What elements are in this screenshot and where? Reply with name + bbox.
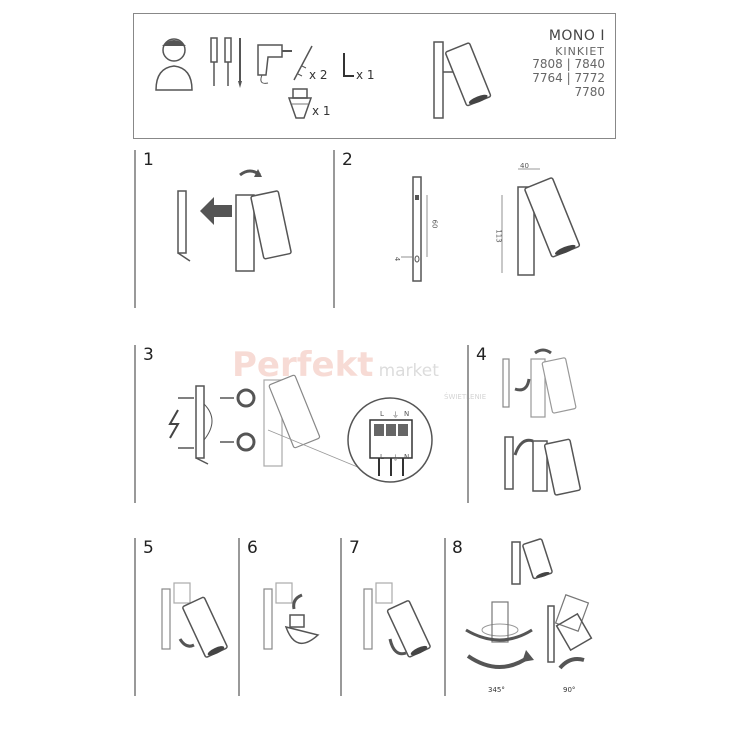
divider: [333, 150, 335, 308]
product-code-line-2: 7764 | 7772: [532, 71, 605, 85]
worker-icon: [155, 38, 193, 91]
lamp-illustration: [433, 41, 492, 119]
screwdriver-icon: [210, 37, 242, 88]
step-7-illustration: [363, 582, 431, 658]
step-4-illustration: [502, 348, 581, 496]
product-code-line-1: 7808 | 7840: [532, 57, 605, 71]
terminal-bottom-n: N: [404, 453, 410, 461]
step-number-7: 7: [349, 538, 360, 558]
step-number-3: 3: [143, 345, 154, 365]
divider: [340, 538, 342, 696]
terminal-top-l: L: [380, 410, 384, 418]
watermark-sub: market: [378, 361, 439, 381]
product-code-line-3: 7780: [574, 85, 605, 99]
step-number-8: 8: [452, 538, 463, 558]
step-number-2: 2: [342, 150, 353, 170]
step-number-5: 5: [143, 538, 154, 558]
step-2-lamp-drawing: [501, 168, 581, 276]
step-1-illustration: [177, 169, 292, 272]
bulb-icon: [287, 88, 313, 119]
hex-key-qty: x 1: [356, 68, 375, 82]
divider: [444, 538, 446, 696]
dimension-width: 40: [520, 162, 529, 170]
dimension-spacing: 60: [430, 219, 439, 229]
divider: [134, 150, 136, 308]
watermark-tag: ŚWIETLENIE: [444, 393, 487, 401]
terminal-bottom-l: L: [380, 453, 384, 461]
drill-icon: [257, 44, 292, 84]
terminal-top-n: N: [404, 410, 410, 418]
drill-bit-icon: [293, 45, 313, 81]
step-number-1: 1: [143, 150, 154, 170]
watermark-main: Perfekt: [232, 345, 374, 385]
step-3-illustration: [168, 374, 433, 483]
hex-key-icon: [343, 53, 354, 77]
step-number-6: 6: [247, 538, 258, 558]
divider: [238, 538, 240, 696]
bulb-qty: x 1: [312, 104, 331, 118]
step-number-4: 4: [476, 345, 487, 365]
rotation-vertical: 90°: [563, 686, 576, 694]
step-8-illustration: [465, 538, 593, 670]
step-5-illustration: [161, 582, 228, 658]
terminal-bottom-ground: ⏚: [392, 454, 399, 462]
dimension-hole: 4: [393, 256, 402, 262]
divider: [134, 345, 136, 503]
divider: [134, 538, 136, 696]
watermark: Perfekt market ŚWIETLENIE: [232, 345, 532, 405]
product-type: KINKIET: [555, 45, 605, 58]
drill-bits-qty: x 2: [309, 68, 328, 82]
dimension-height: 113: [494, 229, 503, 243]
step-6-illustration: [263, 582, 320, 650]
step-2-bracket-drawing: [401, 176, 428, 282]
header-box: x 2 x 1 x 1 MONO I KINKIET 7808 | 7840 7…: [133, 13, 616, 139]
product-name: MONO I: [548, 28, 605, 44]
divider: [467, 345, 469, 503]
terminal-top-ground: ⏚: [392, 411, 399, 419]
rotation-horizontal: 345°: [488, 686, 505, 694]
